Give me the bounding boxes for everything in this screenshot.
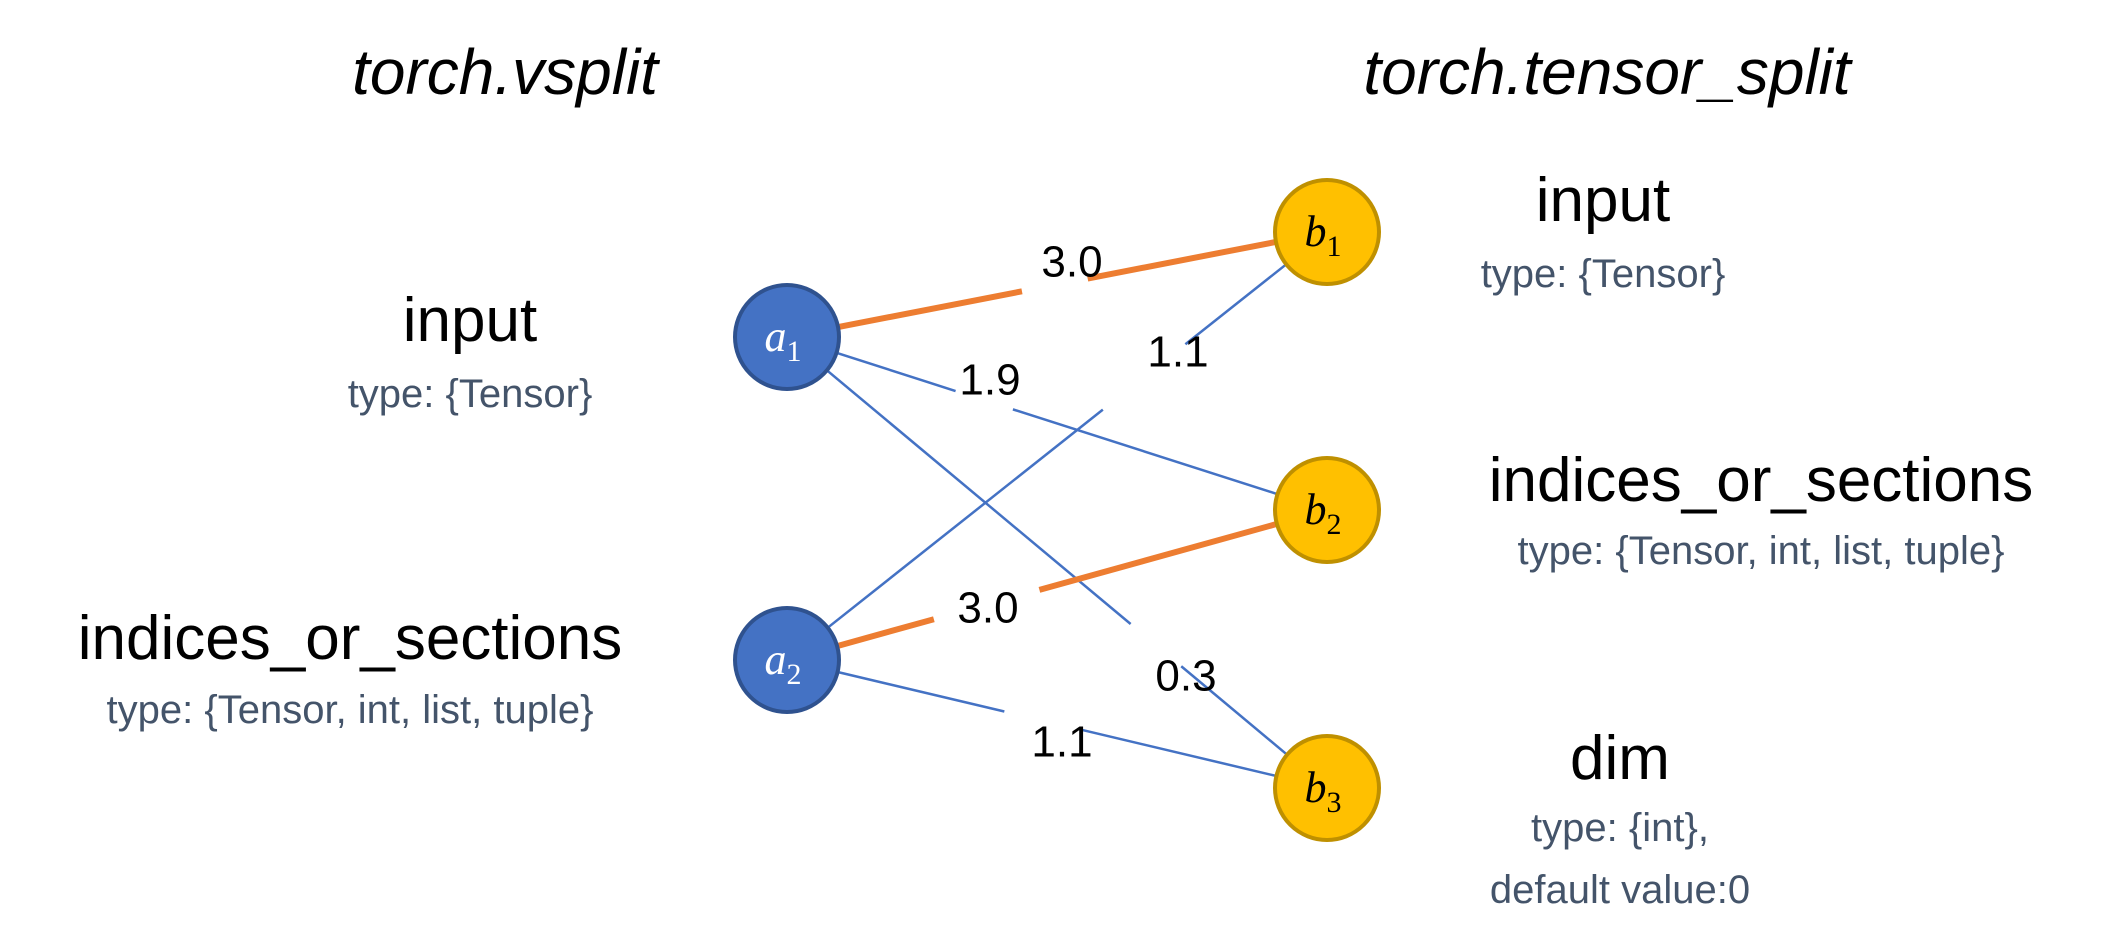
node-circle-b3	[1273, 734, 1381, 842]
left-param-indices-name: indices_or_sections	[77, 604, 623, 673]
edge-weight-a2-b2: 3.0	[957, 584, 1018, 633]
right-param-input-name: input	[1535, 166, 1671, 235]
node-circle-a2	[733, 606, 841, 714]
right-param-indices-type: type: {Tensor, int, list, tuple}	[1517, 529, 2005, 573]
edge-weight-a1-b3: 0.3	[1155, 652, 1216, 701]
edge-a1-b1-segment-0	[837, 288, 1023, 331]
node-circle-a1	[733, 283, 841, 391]
node-b1: b1	[1273, 178, 1381, 286]
edge-a2-b2-segment-0	[836, 616, 935, 649]
left-param-input-type: type: {Tensor}	[347, 372, 593, 416]
right-param-dim-name: dim	[1570, 724, 1670, 793]
edge-a1-b3-segment-1	[1180, 665, 1288, 756]
node-a1: a1	[733, 283, 841, 391]
edge-a2-b1-segment-1	[1184, 263, 1288, 346]
node-label-a1: a1	[765, 312, 802, 368]
edge-a2-b3-segment-1	[1078, 727, 1277, 778]
right-param-input-type: type: {Tensor}	[1480, 252, 1726, 296]
edge-a1-b2-segment-0	[836, 351, 956, 393]
node-b2: b2	[1273, 456, 1381, 564]
edge-a2-b1-segment-0	[826, 408, 1104, 629]
edge-weight-a1-b1: 3.0	[1041, 238, 1102, 287]
edge-a1-b2-segment-1	[1012, 408, 1278, 496]
node-label-b3: b3	[1305, 763, 1342, 819]
left-param-indices-type: type: {Tensor, int, list, tuple}	[106, 688, 594, 732]
right-param-indices-name: indices_or_sections	[1488, 446, 2034, 515]
node-a2: a2	[733, 606, 841, 714]
nodes-layer: a1 a2 b1 b2 b3	[733, 178, 1381, 842]
node-circle-b1	[1273, 178, 1381, 286]
right-title: torch.tensor_split	[1363, 36, 1851, 108]
node-b3: b3	[1273, 734, 1381, 842]
node-label-b1: b1	[1305, 207, 1342, 263]
node-label-b2: b2	[1305, 485, 1342, 541]
edge-a2-b2-segment-1	[1038, 521, 1278, 593]
right-param-dim-type: type: {int},	[1531, 806, 1709, 850]
left-title: torch.vsplit	[352, 36, 658, 108]
edge-a2-b3-segment-0	[837, 670, 1005, 713]
edge-weight-a2-b1: 1.1	[1147, 328, 1208, 377]
node-label-a2: a2	[765, 635, 802, 691]
edge-a1-b1-segment-1	[1087, 238, 1277, 282]
edge-weight-a1-b2: 1.9	[959, 356, 1020, 405]
edges-layer: 3.0 1.9 0.3 1.1 3.0 1.1	[826, 238, 1288, 778]
edge-weight-a2-b3: 1.1	[1031, 718, 1092, 767]
node-circle-b2	[1273, 456, 1381, 564]
left-param-input-name: input	[402, 286, 538, 355]
right-param-dim-default: default value:0	[1489, 868, 1751, 912]
